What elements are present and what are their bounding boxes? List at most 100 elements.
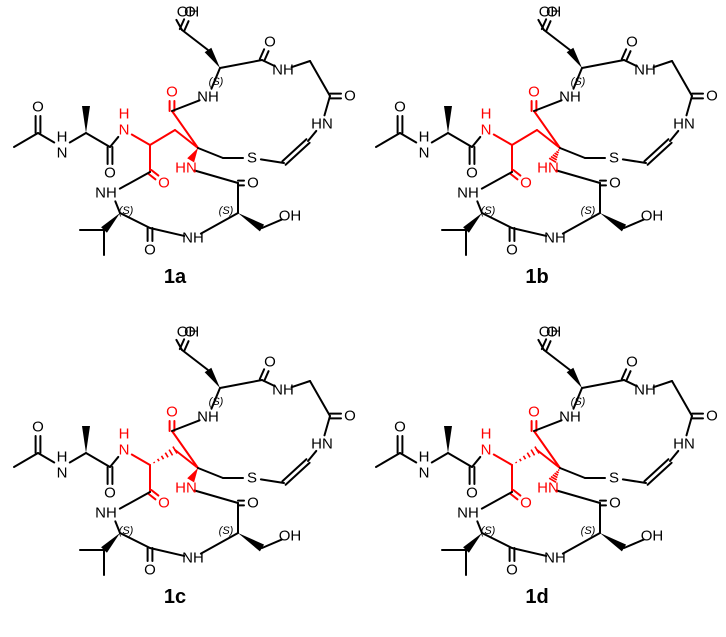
atom-label-aspO: O xyxy=(546,324,558,341)
bond-aspCO-glyN xyxy=(261,379,276,388)
bond-valA-valIp xyxy=(463,533,482,553)
bond-valCO-serNH xyxy=(511,227,548,237)
atom-label-cysNH: HN xyxy=(673,436,695,453)
atom-label-nhR: HN xyxy=(175,480,197,497)
atom-label-aspOH: OH xyxy=(177,324,200,341)
atom-label-serOH: OH xyxy=(641,528,664,545)
atom-label-serOH: OH xyxy=(641,208,664,225)
atom-label-acN: H xyxy=(419,129,430,146)
bond-alaC-alaO xyxy=(468,466,476,485)
bond-nR-caR xyxy=(492,133,513,146)
bond-acC-acO xyxy=(396,435,404,454)
bond-alaC-alaO xyxy=(106,146,114,165)
bond-alaA-alaC xyxy=(447,132,473,148)
bond-qR-coR xyxy=(171,430,199,469)
bond-acC-acN xyxy=(37,132,56,144)
bond-alaC-nR xyxy=(109,135,120,148)
bond-glyC-cysNH xyxy=(685,415,693,437)
bond-glyC-glyO xyxy=(691,92,704,100)
bond-acN-alaA xyxy=(68,132,87,144)
atom-label-serO: O xyxy=(609,495,621,512)
bond-ac-acC xyxy=(375,452,401,468)
bond-glyA-glyC xyxy=(309,380,331,417)
atom-label-nhR: HN xyxy=(175,160,197,177)
bond-serNH-serA xyxy=(199,212,239,235)
atom-label-nR: N xyxy=(119,122,130,139)
bond-valA-valCO xyxy=(481,532,513,549)
stereo-descriptor: (S) xyxy=(581,525,596,537)
bond-valNH-valA xyxy=(476,200,483,214)
bond-cb-qR xyxy=(197,467,224,479)
bond-ac-acC xyxy=(13,452,39,468)
atom-label-serNH: NH xyxy=(182,230,204,247)
bond-alaA-alaMe xyxy=(82,106,90,133)
atom-label-alaO: O xyxy=(104,485,116,502)
atom-label-acN: N xyxy=(419,145,430,162)
bond-capR-oTri xyxy=(509,489,522,501)
bond-caR-chR xyxy=(153,446,178,464)
compound-label-1a: 1a xyxy=(164,266,187,288)
bond-chR-qR xyxy=(536,449,561,469)
bond-glyC-cysNH xyxy=(685,95,693,117)
atom-label-acN: H xyxy=(57,449,68,466)
bond-serNH-serA xyxy=(199,532,239,555)
bond-glyC-glyO xyxy=(329,412,342,420)
atom-label-glyN: NH xyxy=(634,382,656,399)
bond-coR-aspNH xyxy=(533,99,563,112)
atom-label-nR: N xyxy=(119,442,130,459)
bond-cysNH-vA xyxy=(307,129,318,142)
bond-valCO-serNH xyxy=(149,547,186,557)
bond-aspCO-aspOO xyxy=(258,48,270,62)
atom-label-valNH: NH xyxy=(457,505,479,522)
atom-label-valNH: NH xyxy=(95,185,117,202)
bond-glyA-glyC xyxy=(309,60,331,97)
bond-qR-coR xyxy=(533,110,561,149)
atom-label-glyN: NH xyxy=(272,382,294,399)
atom-label-nhR: HN xyxy=(537,480,559,497)
atom-label-oTri: O xyxy=(158,175,170,192)
bond-vA-vB xyxy=(643,138,673,166)
bond-qR-nhR xyxy=(187,148,198,163)
atom-label-aspOO: O xyxy=(264,34,276,51)
bond-valA-valCO xyxy=(481,212,513,229)
stereo-descriptor: (S) xyxy=(481,205,496,217)
bond-serNH-serA xyxy=(561,532,601,555)
atom-label-nR: H xyxy=(119,106,130,123)
bond-alaA-alaC xyxy=(85,452,111,468)
bond-coR-aspNH xyxy=(533,419,563,432)
bond-vB-sAt xyxy=(621,158,647,164)
bond-aspA-aspB xyxy=(566,47,582,68)
bond-aspA-aspCO xyxy=(219,59,263,69)
bond-vB-sAt xyxy=(621,478,647,484)
compound-1a-structure: OHNONHOOHNNHOOHONHOHNSNHONHOOH(S)(S)(S)1… xyxy=(13,4,356,288)
bond-aspNH-aspA xyxy=(572,67,583,90)
bond-serCO-serO xyxy=(599,179,607,187)
atom-label-glyO: O xyxy=(344,408,356,425)
bond-coR-aspNH xyxy=(171,419,201,432)
bond-alaC-alaO xyxy=(106,466,114,485)
atom-label-oTri: O xyxy=(520,175,532,192)
stereo-descriptor: (S) xyxy=(581,205,596,217)
bond-aspCO-aspOO xyxy=(620,48,632,62)
bond-aspNH-aspA xyxy=(210,67,221,90)
bond-ac-acC xyxy=(13,132,39,148)
stereo-descriptor: (S) xyxy=(481,525,496,537)
bond-caR-chR xyxy=(149,129,176,146)
bond-glyC-cysNH xyxy=(323,95,331,117)
bond-serA-serB xyxy=(600,213,627,232)
bond-cb-qR xyxy=(559,467,586,479)
bond-aspA-aspB xyxy=(204,367,220,388)
bond-glyC-glyO xyxy=(329,92,342,100)
bond-serNH-serA xyxy=(561,212,601,235)
bond-valCO-valO xyxy=(508,547,516,562)
bond-acC-acO xyxy=(396,115,404,134)
bond-qR-nhR xyxy=(548,149,560,164)
bond-qR-nhR xyxy=(187,468,198,483)
bond-coR-aspNH xyxy=(171,99,201,112)
atom-label-valO: O xyxy=(144,242,156,259)
atom-label-serNH: NH xyxy=(544,550,566,567)
bond-alaA-alaMe xyxy=(444,426,452,453)
atom-label-acO: O xyxy=(32,419,44,436)
atom-label-sAt: S xyxy=(609,150,619,167)
bond-aspB-aspC xyxy=(543,29,571,51)
